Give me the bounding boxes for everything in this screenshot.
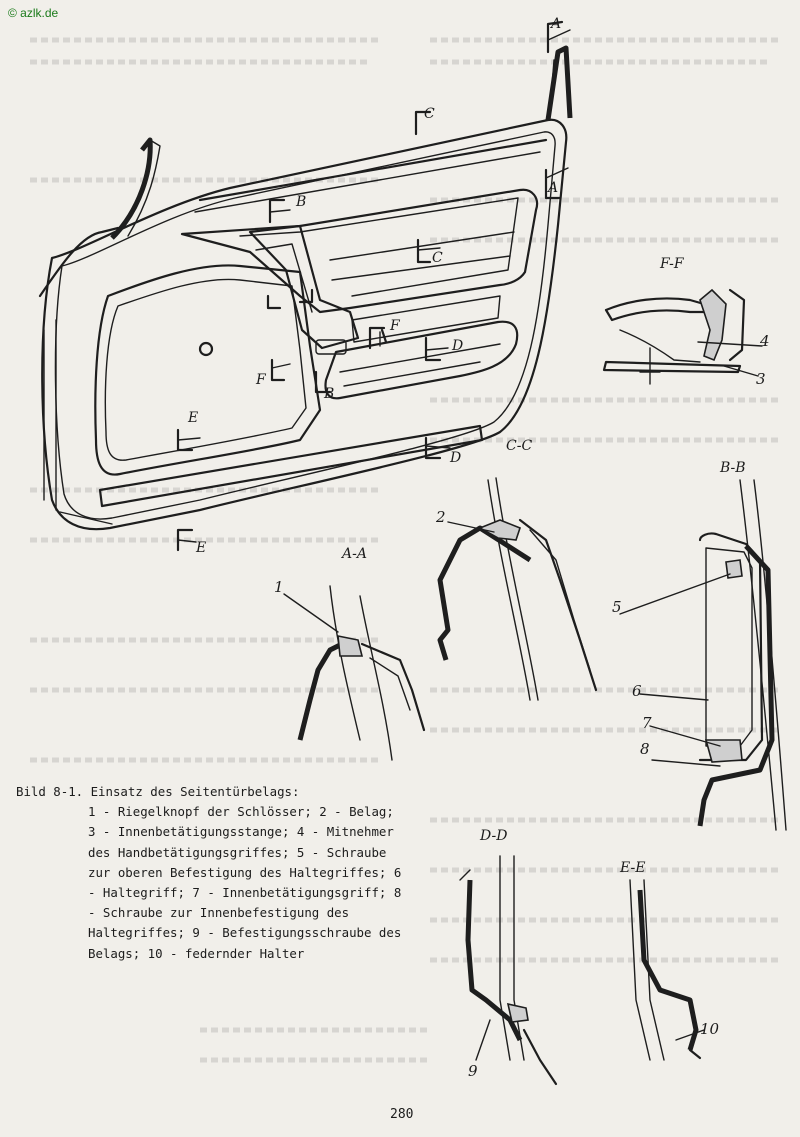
callout-9: 9 [468,1062,478,1080]
section-title-ee: E-E [619,860,645,876]
section-title-dd: D-D [479,828,507,844]
callout-8: 8 [640,740,650,758]
section-bb-drawing: B-B 5 6 7 8 [612,460,787,831]
section-mark-d-mid: D [451,338,463,354]
section-mark-f-left: F [255,372,267,388]
section-ee-drawing: E-E 10 [619,860,720,1061]
section-mark-c-mid: C [432,250,443,266]
section-title-bb: B-B [719,460,746,476]
callout-6: 6 [632,682,642,700]
section-mark-d-low: D [449,450,461,466]
section-mark-b-upper: B [295,194,306,210]
section-aa-drawing: A-A 1 [274,546,426,761]
section-mark-c-top: C [424,106,435,122]
section-mark-e-low: E [195,540,206,556]
callout-3: 3 [756,370,766,388]
door-panel-drawing [38,45,573,531]
section-title-ff: F-F [659,256,685,272]
section-mark-b-lower: B [323,386,334,402]
page-number: 280 [390,1107,414,1122]
section-ff-drawing: F-F 4 3 [602,256,770,388]
section-title-aa: A-A [340,546,367,562]
caption-body: 1 - Riegelknopf der Schlösser; 2 - Belag… [88,804,402,961]
callout-10: 10 [700,1020,720,1038]
section-mark-e-mid: E [187,410,198,426]
callout-2: 2 [435,508,446,526]
section-mark-f-right: F [389,318,401,334]
section-markers: A A C C B B D D E E F F [176,16,571,556]
watermark: © azlk.de [8,6,59,20]
section-title-cc: C-C [506,438,532,454]
section-cc-drawing: C-C 2 [435,438,598,701]
section-mark-a-top: A [549,16,561,32]
section-dd-drawing: D-D 9 [459,828,558,1086]
figure-caption: Bild 8-1. Einsatz des Seitentürbelags: 1… [16,782,406,964]
section-mark-a-mid: A [546,180,558,196]
callout-5: 5 [612,598,622,616]
callout-1: 1 [274,578,284,596]
caption-title: Bild 8-1. Einsatz des Seitentürbelags: [16,784,300,799]
callout-4: 4 [759,332,770,350]
callout-7: 7 [642,714,652,732]
